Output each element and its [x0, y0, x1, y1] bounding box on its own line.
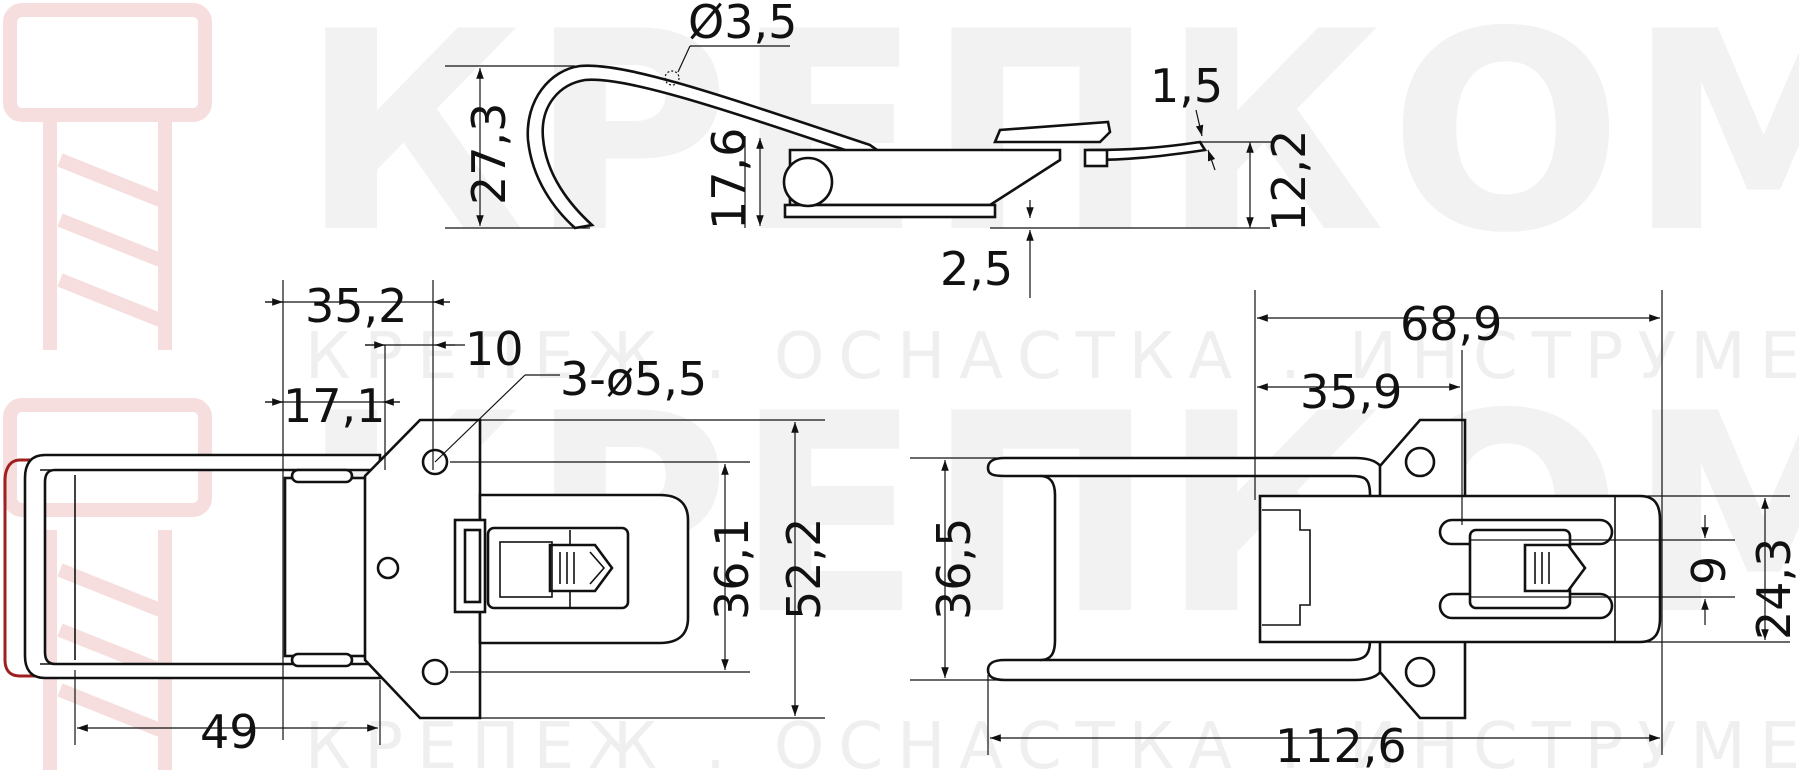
- watermark-tagline-bottom: КРЕПЕЖ . ОСНАСТКА . ИНСТРУМЕНТ: [305, 710, 1799, 774]
- watermark: КРЕПКОМ КРЕПКОМ КРЕПЕЖ . ОСНАСТКА . ИНСТ…: [3, 0, 1799, 774]
- dim-catch-width: 24,3: [1747, 538, 1799, 640]
- lever: [993, 120, 1112, 144]
- release-tab-right-icon: [1523, 543, 1587, 593]
- dim-top-offset-a: 35,2: [305, 279, 407, 333]
- dim-top-offset-b: 10: [465, 322, 524, 376]
- top-view-right: 68,9 35,9 36,5 9 24,3 112,6: [910, 290, 1799, 773]
- watermark-brand-top: КРЕПКОМ: [300, 0, 1799, 293]
- dim-top-offset-c: 17,1: [283, 379, 385, 433]
- release-tab-icon: [548, 543, 614, 593]
- dim-right-length-b: 35,9: [1300, 365, 1402, 419]
- dim-hole-spacing: 36,1: [705, 518, 759, 620]
- bolt-logo-icon: [3, 3, 212, 770]
- top-view-left: 35,2 10 17,1 3-ø5,5 36,1 52,2 49: [3, 279, 831, 759]
- dim-hook-wire-diameter: Ø3,5: [688, 0, 797, 49]
- dim-hook-height: 27,3: [462, 103, 516, 205]
- watermark-tagline-top: КРЕПЕЖ . ОСНАСТКА . ИНСТРУМЕНТ: [305, 320, 1799, 394]
- dim-side-total-height: 12,2: [1262, 130, 1316, 232]
- dim-slot-width: 9: [1682, 556, 1736, 585]
- side-view: 27,3 Ø3,5 17,6 2,5 12,2 1,5: [445, 0, 1316, 298]
- dim-right-length-a: 68,9: [1400, 297, 1502, 351]
- dim-wire-thickness: 1,5: [1150, 59, 1223, 113]
- dim-base-thickness: 2,5: [940, 242, 1013, 296]
- dim-holes: 3-ø5,5: [560, 352, 707, 406]
- dim-plate-width: 52,2: [777, 518, 831, 620]
- dim-wire-length: 49: [200, 705, 259, 759]
- dim-total-length: 112,6: [1275, 719, 1407, 773]
- dim-right-wire-width: 36,5: [927, 518, 981, 620]
- dim-side-height: 17,6: [702, 128, 756, 230]
- catch-plate-right: [1258, 494, 1662, 644]
